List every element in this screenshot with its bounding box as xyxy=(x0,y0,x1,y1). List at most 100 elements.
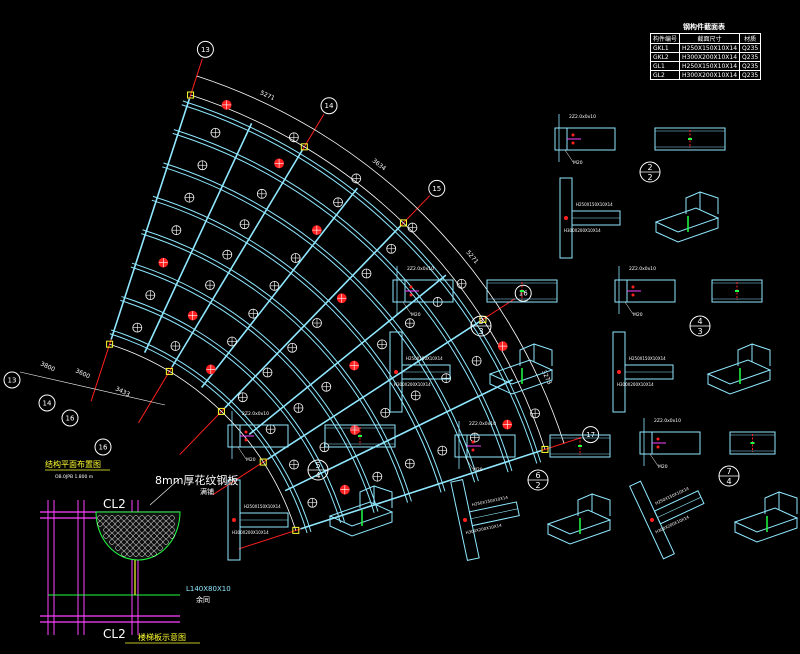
detail-marker-2-bottom: 2 xyxy=(647,173,652,182)
plate-hatch-circle xyxy=(163,527,169,533)
joint-5-weld-note: 2Z2.0x0x10 xyxy=(242,411,269,417)
plate-hatch-circle xyxy=(121,527,127,533)
curved-beam xyxy=(110,329,312,533)
joint-3-elev-beam xyxy=(486,279,558,303)
axis-bubble-bottom-circle xyxy=(3,371,21,389)
angle-note-2: 余同 xyxy=(196,595,210,604)
plate-note: 8mm厚花纹钢板 xyxy=(155,473,238,487)
joint-7-weld-note: 2Z2.0x0x10 xyxy=(654,418,681,424)
joint-5-bolt xyxy=(244,438,248,442)
table-cell: Q235 xyxy=(739,70,762,80)
dimension-text: 3433 xyxy=(114,385,131,398)
plate-hatch-circle xyxy=(157,527,163,533)
joint-3-leader xyxy=(402,301,412,315)
axis-bubble-top-circle xyxy=(428,179,446,197)
plate-hatch-circle xyxy=(145,545,151,551)
joint-7-bolt xyxy=(656,445,660,449)
plate-hatch-circle xyxy=(115,521,121,527)
plate-hatch-circle xyxy=(97,515,103,521)
checker-plate xyxy=(95,511,181,561)
axis-bubble-top-circle xyxy=(514,284,532,302)
joint-6-elev-beam xyxy=(549,434,611,458)
joint-6-bolt xyxy=(463,518,467,522)
curved-beam xyxy=(163,162,479,482)
axis-bubble-bottom-text: 16 xyxy=(66,415,75,423)
plate-hatch-circle xyxy=(151,551,157,557)
dimension-text: 5271 xyxy=(259,89,276,102)
plate-hatch-circle xyxy=(121,515,127,521)
plate-hatch-circle xyxy=(133,515,139,521)
joint-4-bolt xyxy=(617,370,621,374)
joint-7-leader xyxy=(649,453,659,467)
axis-bubble-top-text: 14 xyxy=(325,102,334,110)
dimension-arc xyxy=(196,75,565,444)
dimension-text: 3800 xyxy=(39,360,56,373)
plate-hatch-circle xyxy=(109,527,115,533)
plate-hatch-circle xyxy=(157,539,163,545)
joint-2-weld-note: 2Z2.0x0x10 xyxy=(569,114,596,120)
plate-hatch-circle xyxy=(151,527,157,533)
joint-2-column xyxy=(554,127,568,151)
table-cell: Q235 xyxy=(739,52,762,62)
radial-beam xyxy=(266,320,481,461)
joint-4-iso-beam xyxy=(737,343,753,366)
plate-hatch-circle xyxy=(145,527,151,533)
plate-hatch-circle xyxy=(127,527,133,533)
curved-beam xyxy=(172,132,509,473)
joint-6-iso-top xyxy=(546,509,612,535)
joint-4-bolt xyxy=(631,285,635,289)
joint-5-iso-beam-end xyxy=(373,485,393,508)
joint-6-bolt xyxy=(471,448,475,452)
plate-hatch-circle xyxy=(115,545,121,551)
plate-hatch-circle xyxy=(169,527,175,533)
joint-4-iso-beam-end xyxy=(751,343,771,366)
plate-hatch-circle xyxy=(157,533,163,539)
plate-hatch-circle xyxy=(145,539,151,545)
structural-plan: 1314151617527136345271327313141616380036… xyxy=(3,40,600,550)
joint-7-iso-beam-end xyxy=(778,491,798,514)
plate-hatch-circle xyxy=(109,533,115,539)
radial-beam xyxy=(171,149,303,368)
outer-boundary xyxy=(190,94,546,450)
table-cell: H250X150X10X14 xyxy=(679,61,741,71)
joint-6-weld-note: 2Z2.0x0x10 xyxy=(469,421,496,427)
dimension-text: 3600 xyxy=(74,367,91,380)
axis-bubble-bottom-circle xyxy=(61,409,79,427)
plate-hatch-circle xyxy=(121,551,127,557)
detail-marker-4-top: 4 xyxy=(697,317,702,326)
table-header-cell: 截面尺寸 xyxy=(679,33,741,44)
plate-hatch-circle xyxy=(121,545,127,551)
table-header-row: 构件编号截面尺寸材质 xyxy=(649,33,762,44)
curved-beam xyxy=(182,100,542,463)
table-cell: Q235 xyxy=(739,61,762,71)
axis-bubble-top-circle xyxy=(196,40,214,58)
joint-7-iso-side xyxy=(734,518,798,543)
plate-hatch-circle xyxy=(103,527,109,533)
plate-hatch-circle xyxy=(169,515,175,521)
plate-hatch-circle xyxy=(127,515,133,521)
joint-6-member-note-b: H300X200X10X14 xyxy=(465,522,502,535)
joint-3-bolt xyxy=(409,285,413,289)
plate-hatch-circle xyxy=(133,533,139,539)
column-marker xyxy=(165,367,173,375)
joint-4-column xyxy=(614,279,628,303)
table-header-cell: 构件编号 xyxy=(649,33,681,44)
plate-hatch-circle xyxy=(127,551,133,557)
joint-6-bolt-note: M20 xyxy=(473,467,483,473)
plan-subtitle: OB.0JPB 1.800 m xyxy=(55,474,93,480)
joint-2-bolt xyxy=(571,141,575,145)
detail-marker-2-top: 2 xyxy=(647,163,652,172)
plate-hatch-circle xyxy=(151,515,157,521)
column-marker xyxy=(541,445,549,453)
joint-5-bolt xyxy=(232,518,236,522)
joint-3-bolt-note: M20 xyxy=(411,312,421,318)
joint-7-iso-top xyxy=(733,507,799,533)
detail-marker-6-bottom: 2 xyxy=(535,481,540,490)
joint-6-leader xyxy=(464,456,474,470)
